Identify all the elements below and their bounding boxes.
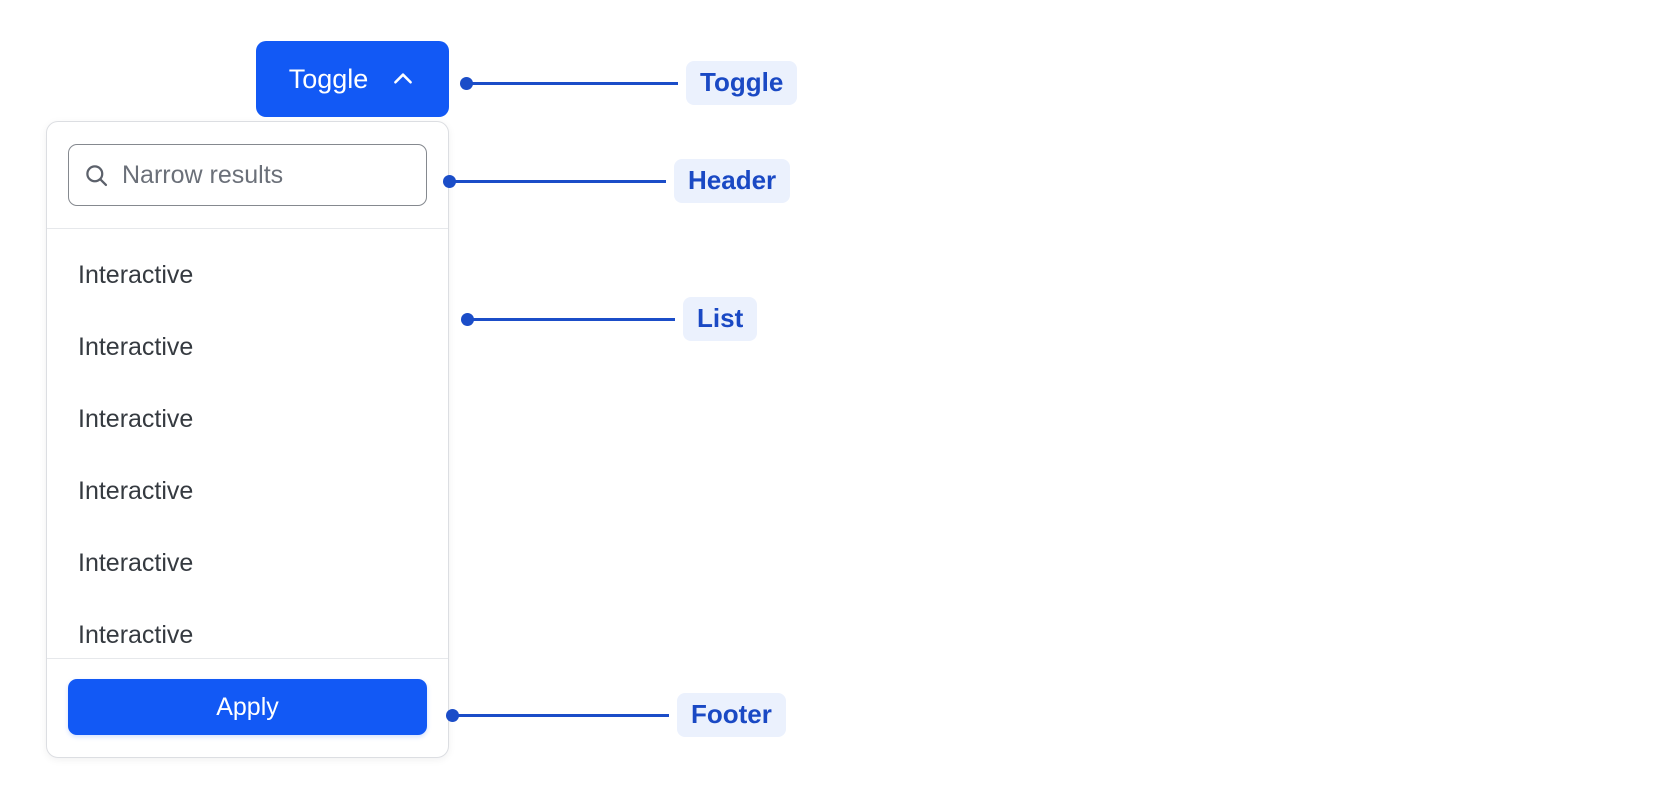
dropdown-list: Interactive Interactive Interactive Inte… xyxy=(47,229,448,658)
annotation-label-footer: Footer xyxy=(677,692,786,738)
list-item[interactable]: Interactive xyxy=(78,404,194,433)
annotation-dot xyxy=(446,708,459,722)
dropdown-panel: Interactive Interactive Interactive Inte… xyxy=(46,121,449,758)
search-icon xyxy=(83,162,110,189)
annotation-dot xyxy=(460,76,473,90)
search-input[interactable] xyxy=(122,160,412,190)
list-item[interactable]: Interactive xyxy=(78,260,194,289)
dropdown-footer: Apply xyxy=(47,658,448,757)
list-item[interactable]: Interactive xyxy=(78,332,194,361)
annotation-label-list: List xyxy=(683,296,758,342)
toggle-button-label: Toggle xyxy=(288,63,369,94)
annotation-line xyxy=(472,317,675,321)
apply-button[interactable]: Apply xyxy=(68,679,427,735)
annotation-line xyxy=(457,713,669,717)
annotation-dot xyxy=(461,312,474,326)
chevron-up-icon xyxy=(390,66,416,92)
list-item[interactable]: Interactive xyxy=(78,620,194,649)
annotation-line xyxy=(471,81,678,85)
dropdown-header xyxy=(47,122,448,229)
annotation-line xyxy=(454,179,666,183)
toggle-button[interactable]: Toggle xyxy=(256,41,449,117)
list-item[interactable]: Interactive xyxy=(78,476,194,505)
annotation-label-toggle: Toggle xyxy=(686,60,798,106)
list-item[interactable]: Interactive xyxy=(78,548,194,577)
annotation-dot xyxy=(443,174,456,188)
search-field[interactable] xyxy=(68,144,427,206)
annotation-label-header: Header xyxy=(674,158,791,204)
